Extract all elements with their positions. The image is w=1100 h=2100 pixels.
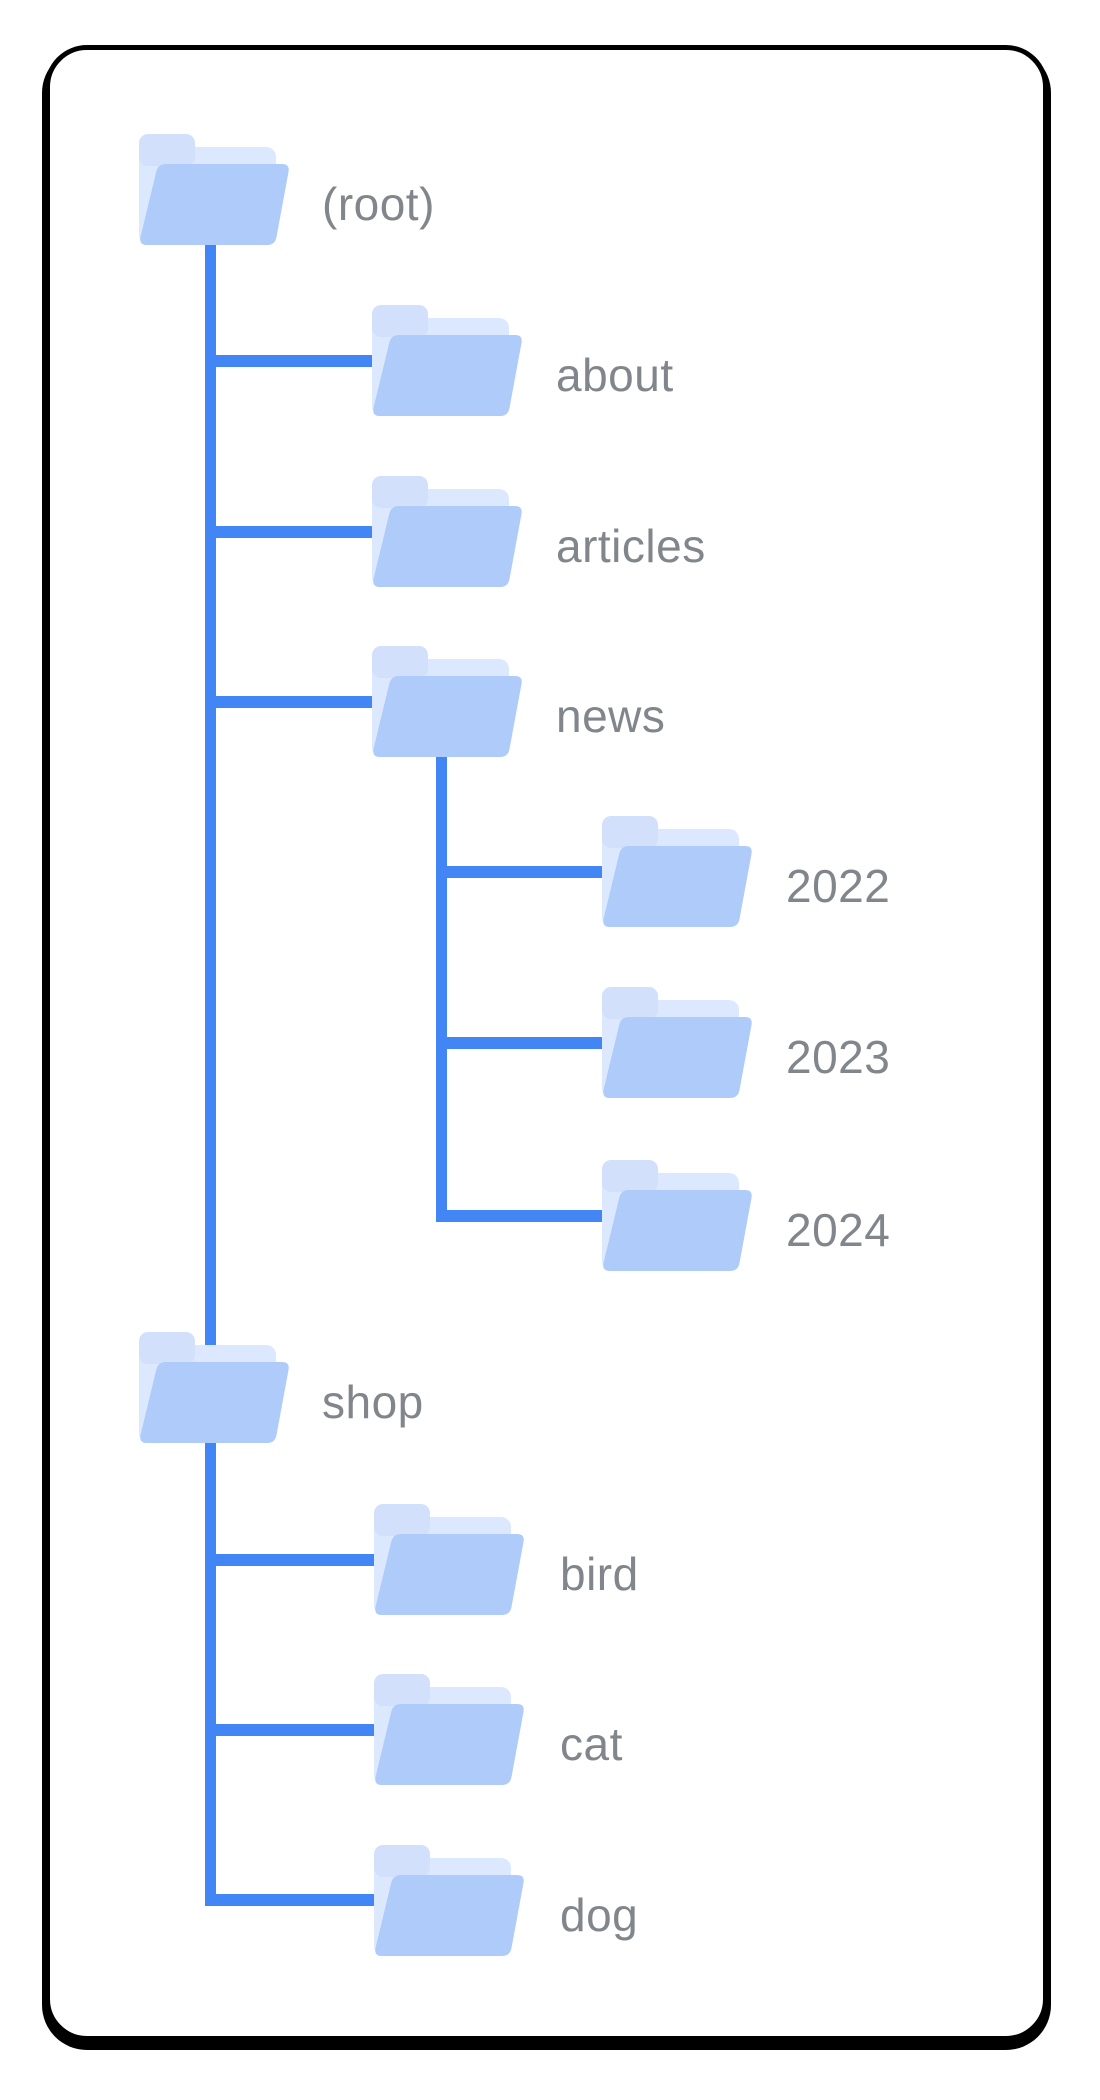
branch-2024-connector [436,1210,610,1222]
branch-news-connector [205,696,380,708]
folder-icon-2024 [602,1160,752,1271]
folder-icon-news [372,646,522,757]
branch-about-connector [205,355,380,367]
trunk-root-connector [205,245,216,1906]
folder-icon-dog [374,1845,524,1956]
folder-icon-articles [372,476,522,587]
node-label-root: (root) [322,178,435,230]
node-label-shop: shop [322,1376,424,1428]
node-label-2023: 2023 [786,1031,891,1083]
folder-icon-2023 [602,987,752,1098]
node-label-cat: cat [560,1718,623,1770]
branch-2023-connector [436,1037,610,1049]
branch-bird-connector [205,1554,382,1566]
folder-icon-bird [374,1504,524,1615]
node-label-2022: 2022 [786,860,891,912]
node-label-dog: dog [560,1889,639,1941]
node-label-news: news [556,690,666,742]
node-label-articles: articles [556,520,706,572]
folder-icon-cat [374,1674,524,1785]
node-label-bird: bird [560,1548,639,1600]
folder-icon-shop [139,1332,289,1443]
trunk-news-connector [436,756,447,1222]
node-label-about: about [556,349,674,401]
folder-icon-2022 [602,816,752,927]
branch-articles-connector [205,526,380,538]
node-label-2024: 2024 [786,1204,891,1256]
branch-dog-connector [205,1894,382,1906]
folder-icon-root [139,134,289,245]
folder-icon-about [372,305,522,416]
branch-cat-connector [205,1724,382,1736]
branch-2022-connector [436,866,610,878]
